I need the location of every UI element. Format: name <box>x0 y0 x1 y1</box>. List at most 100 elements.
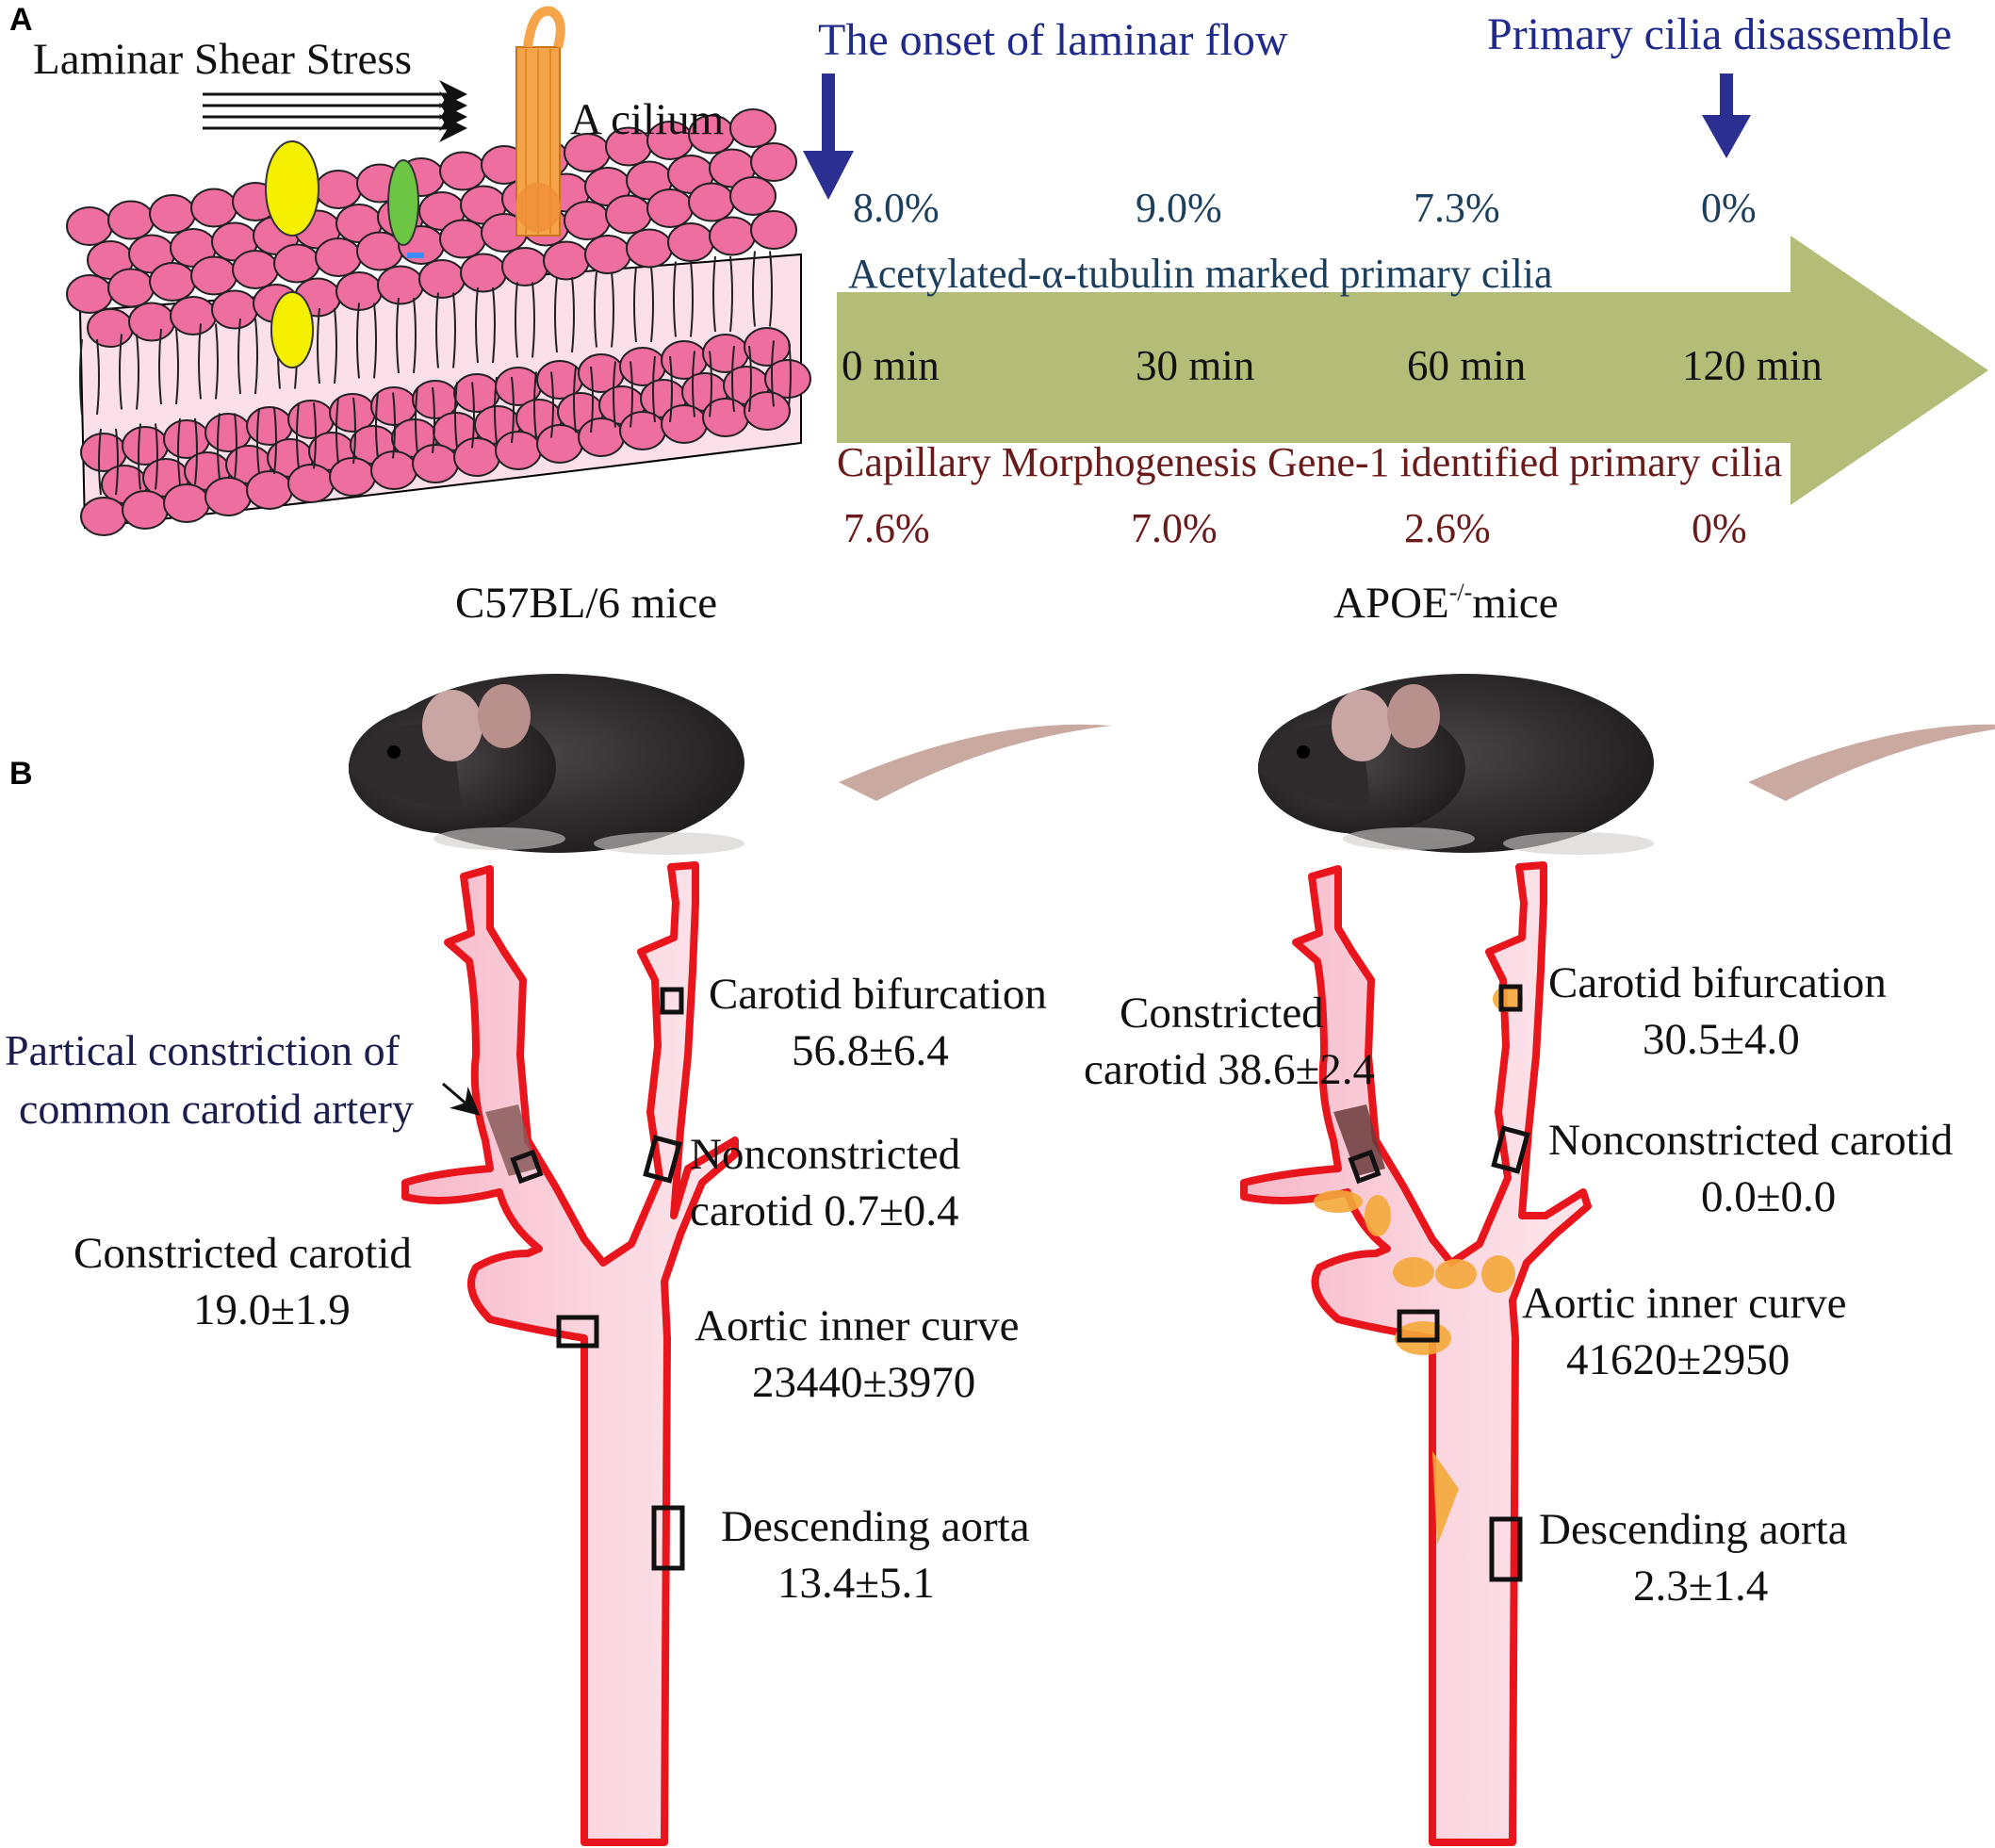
lipid-head <box>66 274 113 314</box>
c57bl6-mouse-image <box>349 674 1112 855</box>
box-nonconstricted <box>1491 1125 1530 1174</box>
lipid-tail <box>217 413 237 480</box>
c57-mice-label: C57BL/6 mice <box>455 579 717 628</box>
lipid-tail <box>138 423 158 490</box>
lipid-tail <box>554 276 575 353</box>
right-carotid-bifurcation-label: Carotid bifurcation <box>1548 958 1887 1007</box>
top-percent-0: 8.0% <box>853 185 940 231</box>
left-nonconstricted-label: Nonconstricted <box>690 1130 960 1179</box>
lipid-tail <box>435 292 456 368</box>
lipid-tail <box>594 271 614 348</box>
c57-aortic-tree <box>401 861 739 1846</box>
lipid-head <box>661 404 708 444</box>
lipid-head <box>190 255 237 296</box>
bottom-percent-0: 7.6% <box>843 505 930 551</box>
box-nonconstricted <box>643 1135 682 1184</box>
lipid-tail <box>533 371 554 438</box>
lipid-head <box>412 444 459 483</box>
lipid-head <box>377 265 424 305</box>
yellow-membrane-protein-lower <box>270 291 314 368</box>
lipid-head <box>163 483 210 523</box>
lipid-head <box>418 259 466 299</box>
lipid-head <box>750 142 797 182</box>
lipid-tail <box>177 417 198 485</box>
lipid-tail <box>475 286 496 364</box>
lipid-tail <box>673 261 694 337</box>
time-120-min: 120 min <box>1682 342 1823 389</box>
lipid-head <box>750 210 797 250</box>
bottom-percent-120: 0% <box>1692 505 1747 551</box>
lipid-head <box>107 200 155 240</box>
lipid-tail <box>335 397 356 465</box>
lipid-tail <box>652 355 673 423</box>
green-membrane-protein <box>387 159 419 246</box>
blue-marker <box>407 253 424 258</box>
box-constricted <box>510 1149 544 1185</box>
lipid-tail <box>356 303 377 379</box>
lipid-bilayer-membrane <box>66 108 811 536</box>
lipid-head <box>646 188 694 228</box>
lipid-head <box>729 176 777 216</box>
right-aortic-curve-value: 41620±2950 <box>1566 1335 1790 1384</box>
lipid-head <box>87 308 134 348</box>
cilia-disassemble-label: Primary cilia disassemble <box>1487 9 1952 59</box>
top-percent-30: 9.0% <box>1136 185 1222 231</box>
cilium-label: A cilium <box>570 95 724 144</box>
lipid-head <box>122 490 169 530</box>
lipid-head <box>460 253 507 293</box>
lipid-tail <box>119 334 139 410</box>
time-30-min: 30 min <box>1136 342 1254 389</box>
lipid-head <box>149 194 196 234</box>
lipid-head <box>149 262 196 302</box>
shear-stress-label: Laminar Shear Stress <box>33 35 412 84</box>
lipid-tail <box>158 328 179 405</box>
onset-laminar-flow-label: The onset of laminar flow <box>818 15 1288 65</box>
box-carotid-bifurcation <box>1498 984 1523 1012</box>
left-aortic-curve-label: Aortic inner curve <box>695 1301 1020 1350</box>
box-descending-aorta <box>651 1505 685 1571</box>
lipid-head <box>702 398 749 437</box>
panel-label-b: B <box>9 756 33 792</box>
lipid-tail <box>256 407 277 475</box>
vessel-outline <box>1240 861 1592 1846</box>
lipid-head <box>453 437 500 477</box>
left-aortic-curve-value: 23440±3970 <box>752 1358 975 1407</box>
box-descending-aorta <box>1489 1516 1523 1582</box>
lipid-head <box>495 431 542 470</box>
lipid-tail <box>198 323 219 400</box>
constriction-pointer <box>442 1082 481 1116</box>
left-descending-aorta-label: Descending aorta <box>721 1502 1030 1551</box>
panel-label-a: A <box>9 2 33 38</box>
lipid-tail <box>752 251 773 327</box>
timeline-arrow <box>837 236 1988 505</box>
right-nonconstricted-label: Nonconstricted carotid <box>1548 1116 1953 1165</box>
left-nonconstricted-value: carotid 0.7±0.4 <box>690 1186 959 1235</box>
apoe-mice-label: APOE-/-mice <box>1333 579 1559 628</box>
lipid-head <box>619 411 666 450</box>
lipid-head <box>246 470 293 510</box>
time-60-min: 60 min <box>1407 342 1526 389</box>
lipid-tail <box>237 318 258 395</box>
left-constricted-value: 19.0±1.9 <box>193 1285 351 1334</box>
lipid-head <box>764 359 811 399</box>
lipid-head <box>605 194 652 235</box>
lipid-tail <box>613 361 633 428</box>
right-descending-aorta-value: 2.3±1.4 <box>1633 1562 1768 1611</box>
left-carotid-bifurcation-label: Carotid bifurcation <box>709 970 1047 1019</box>
bottom-percent-60: 2.6% <box>1404 505 1491 551</box>
time-0-min: 0 min <box>842 342 940 389</box>
left-descending-aorta-value: 13.4±5.1 <box>777 1559 935 1608</box>
lipid-tail <box>692 351 712 417</box>
lipid-head <box>688 182 735 222</box>
constriction-note-line1: Partical constriction of <box>5 1026 401 1074</box>
lipid-tails <box>79 251 792 496</box>
lipid-tail <box>731 345 752 413</box>
lipid-head <box>107 268 155 308</box>
lipid-tail <box>296 402 317 469</box>
lipid-head <box>329 457 376 497</box>
constriction-band <box>485 1104 537 1176</box>
left-constricted-label: Constricted carotid <box>74 1229 412 1278</box>
box-constricted <box>1348 1149 1382 1185</box>
cmg1-label: Capillary Morphogenesis Gene-1 identifie… <box>837 439 1782 485</box>
